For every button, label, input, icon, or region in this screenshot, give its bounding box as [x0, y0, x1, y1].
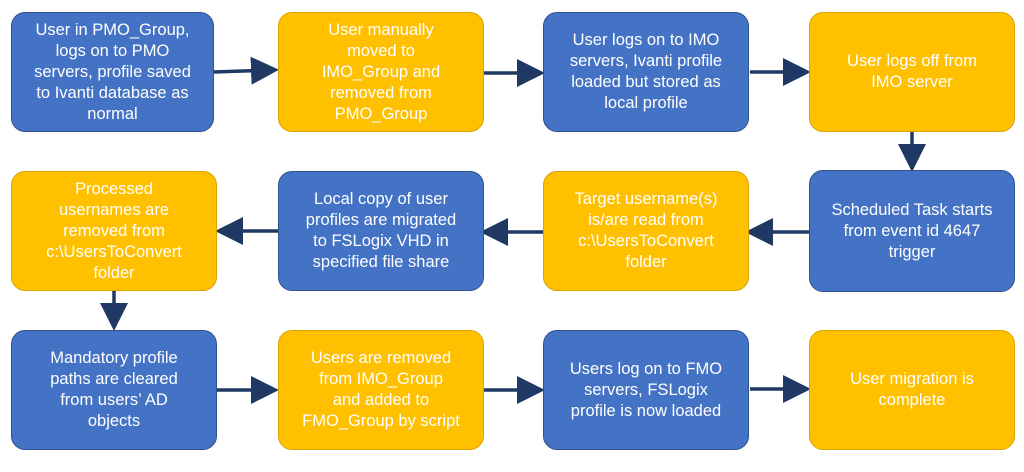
step-2-moved-to-imo-group: User manually moved to IMO_Group and rem… [278, 12, 484, 132]
step-7-profiles-migrated: Local copy of user profiles are migrated… [278, 171, 484, 291]
step-10-group-membership-changed: Users are removed from IMO_Group and add… [278, 330, 484, 450]
step-9-profile-paths-cleared: Mandatory profile paths are cleared from… [11, 330, 217, 450]
arrow-n1-to-n2 [212, 56, 279, 85]
step-5-scheduled-task: Scheduled Task starts from event id 4647… [809, 170, 1015, 292]
step-1-pmo-logon: User in PMO_Group, logs on to PMO server… [11, 12, 214, 132]
step-4-user-logs-off: User logs off from IMO server [809, 12, 1015, 132]
step-8-usernames-removed: Processed usernames are removed from c:\… [11, 171, 217, 291]
step-3-imo-logon: User logs on to IMO servers, Ivanti prof… [543, 12, 749, 132]
step-6-read-target-usernames: Target username(s) is/are read from c:\U… [543, 171, 749, 291]
step-12-migration-complete: User migration is complete [809, 330, 1015, 450]
step-11-fmo-logon: Users log on to FMO servers, FSLogix pro… [543, 330, 749, 450]
